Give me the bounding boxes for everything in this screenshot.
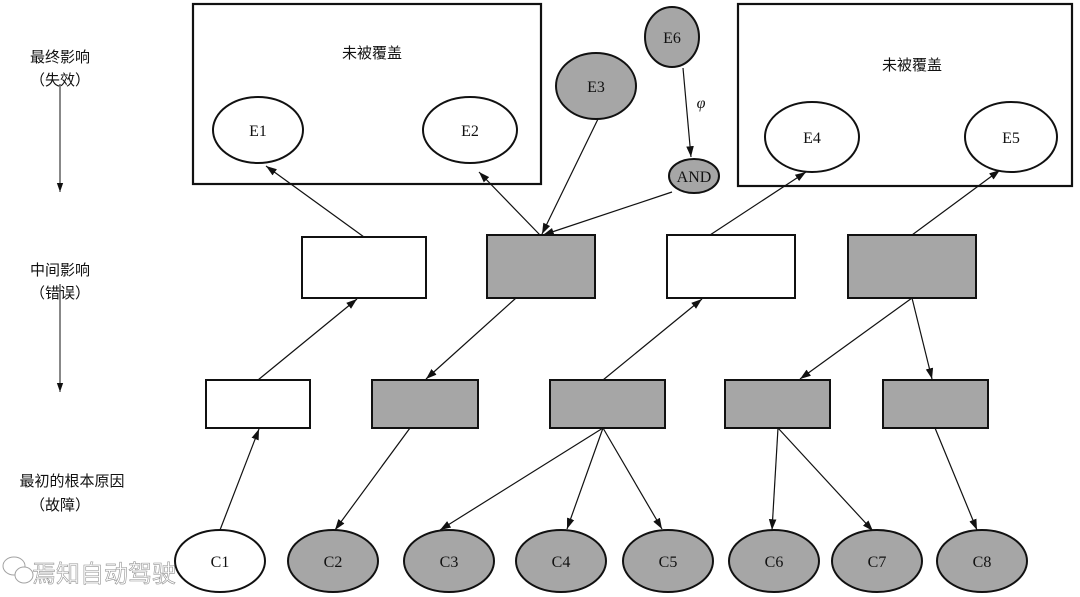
intermediate-error-3 — [666, 234, 796, 299]
and-gate-shape — [668, 158, 720, 194]
edge-17 — [602, 427, 663, 530]
phi-label: φ — [697, 95, 706, 112]
effect-e5-shape — [964, 101, 1058, 173]
effect-e2: E2 — [422, 96, 518, 164]
cause-c8-label: C8 — [973, 554, 992, 571]
intermediate-error-1 — [301, 236, 427, 299]
cause-c4: C4 — [515, 529, 607, 593]
edge-6 — [709, 171, 807, 236]
cause-c8: C8 — [936, 529, 1028, 593]
cause-c1: C1 — [174, 529, 266, 593]
effect-e4-shape — [764, 101, 860, 173]
effect-e4-label: E4 — [803, 130, 821, 147]
cause-c6: C6 — [728, 529, 820, 593]
effect-e3: E3 — [555, 52, 637, 120]
level-label-final: 最终影响 — [30, 48, 90, 66]
edge-20 — [934, 427, 978, 531]
effect-e6-label: E6 — [663, 30, 681, 47]
effect-e5: E5 — [964, 101, 1058, 173]
edge-1 — [265, 165, 365, 238]
edge-18 — [768, 427, 779, 531]
edge-16 — [566, 427, 604, 530]
edge-15 — [439, 427, 604, 531]
edge-5 — [682, 67, 694, 158]
effect-e3-shape — [555, 52, 637, 120]
effect-e1-shape — [212, 96, 304, 164]
edge-14 — [334, 427, 411, 531]
cause-c3: C3 — [403, 529, 495, 593]
lower-error-4 — [724, 379, 831, 429]
edge-13 — [219, 428, 260, 531]
cause-c5-label: C5 — [659, 554, 678, 571]
lower-error-1 — [205, 379, 311, 429]
level-sub-final: （失效） — [30, 71, 90, 89]
cause-c3-label: C3 — [440, 554, 459, 571]
cause-c8-shape — [936, 529, 1028, 593]
edge-8 — [257, 298, 358, 381]
edge-4 — [542, 191, 673, 236]
cause-c7-label: C7 — [868, 554, 887, 571]
uncovered-group-left — [191, 2, 543, 186]
uncovered-label-right: 未被覆盖 — [882, 56, 942, 74]
cause-c7: C7 — [831, 529, 923, 593]
cause-c4-shape — [515, 529, 607, 593]
cause-c2-label: C2 — [324, 554, 343, 571]
and-gate-label: AND — [677, 169, 712, 186]
lower-error-5 — [882, 379, 989, 429]
watermark-text: 焉知自动驾驶 — [32, 560, 176, 588]
edge-7 — [911, 169, 1001, 236]
cause-c5-shape — [622, 529, 714, 593]
edge-19 — [777, 427, 874, 532]
cause-c7-shape — [831, 529, 923, 593]
edge-2 — [478, 171, 541, 236]
cause-c3-shape — [403, 529, 495, 593]
effect-e6-shape — [644, 6, 700, 68]
intermediate-error-2 — [486, 234, 596, 299]
effect-e5-label: E5 — [1002, 130, 1020, 147]
level-sub-root: （故障） — [30, 496, 90, 514]
lower-error-3 — [549, 379, 666, 429]
effect-e4: E4 — [764, 101, 860, 173]
effect-e2-label: E2 — [461, 123, 479, 140]
cause-c2-shape — [287, 529, 379, 593]
cause-c6-label: C6 — [765, 554, 784, 571]
cause-c5: C5 — [622, 529, 714, 593]
edges — [219, 67, 1001, 532]
watermark: 焉知自动驾驶 — [2, 556, 176, 588]
level-label-intermediate: 中间影响 — [30, 261, 90, 279]
cause-c6-shape — [728, 529, 820, 593]
cause-c1-label: C1 — [211, 554, 230, 571]
effect-e1: E1 — [212, 96, 304, 164]
edge-3 — [541, 118, 599, 235]
effect-e1-label: E1 — [249, 123, 267, 140]
wechat-icon — [2, 556, 34, 584]
edge-10 — [602, 298, 703, 381]
uncovered-group-right — [736, 2, 1074, 188]
cause-c4-label: C4 — [552, 554, 571, 571]
uncovered-label-left: 未被覆盖 — [342, 44, 402, 62]
and-gate: AND — [668, 158, 720, 194]
edge-11 — [799, 297, 913, 380]
effect-e2-shape — [422, 96, 518, 164]
effect-e6: E6 — [644, 6, 700, 68]
effect-e3-label: E3 — [587, 79, 605, 96]
cause-c2: C2 — [287, 529, 379, 593]
level-label-root: 最初的根本原因 — [19, 472, 124, 490]
edge-12 — [911, 297, 934, 380]
lower-error-2 — [371, 379, 479, 429]
edge-9 — [425, 297, 517, 380]
intermediate-error-4 — [847, 234, 977, 299]
cause-c1-shape — [174, 529, 266, 593]
